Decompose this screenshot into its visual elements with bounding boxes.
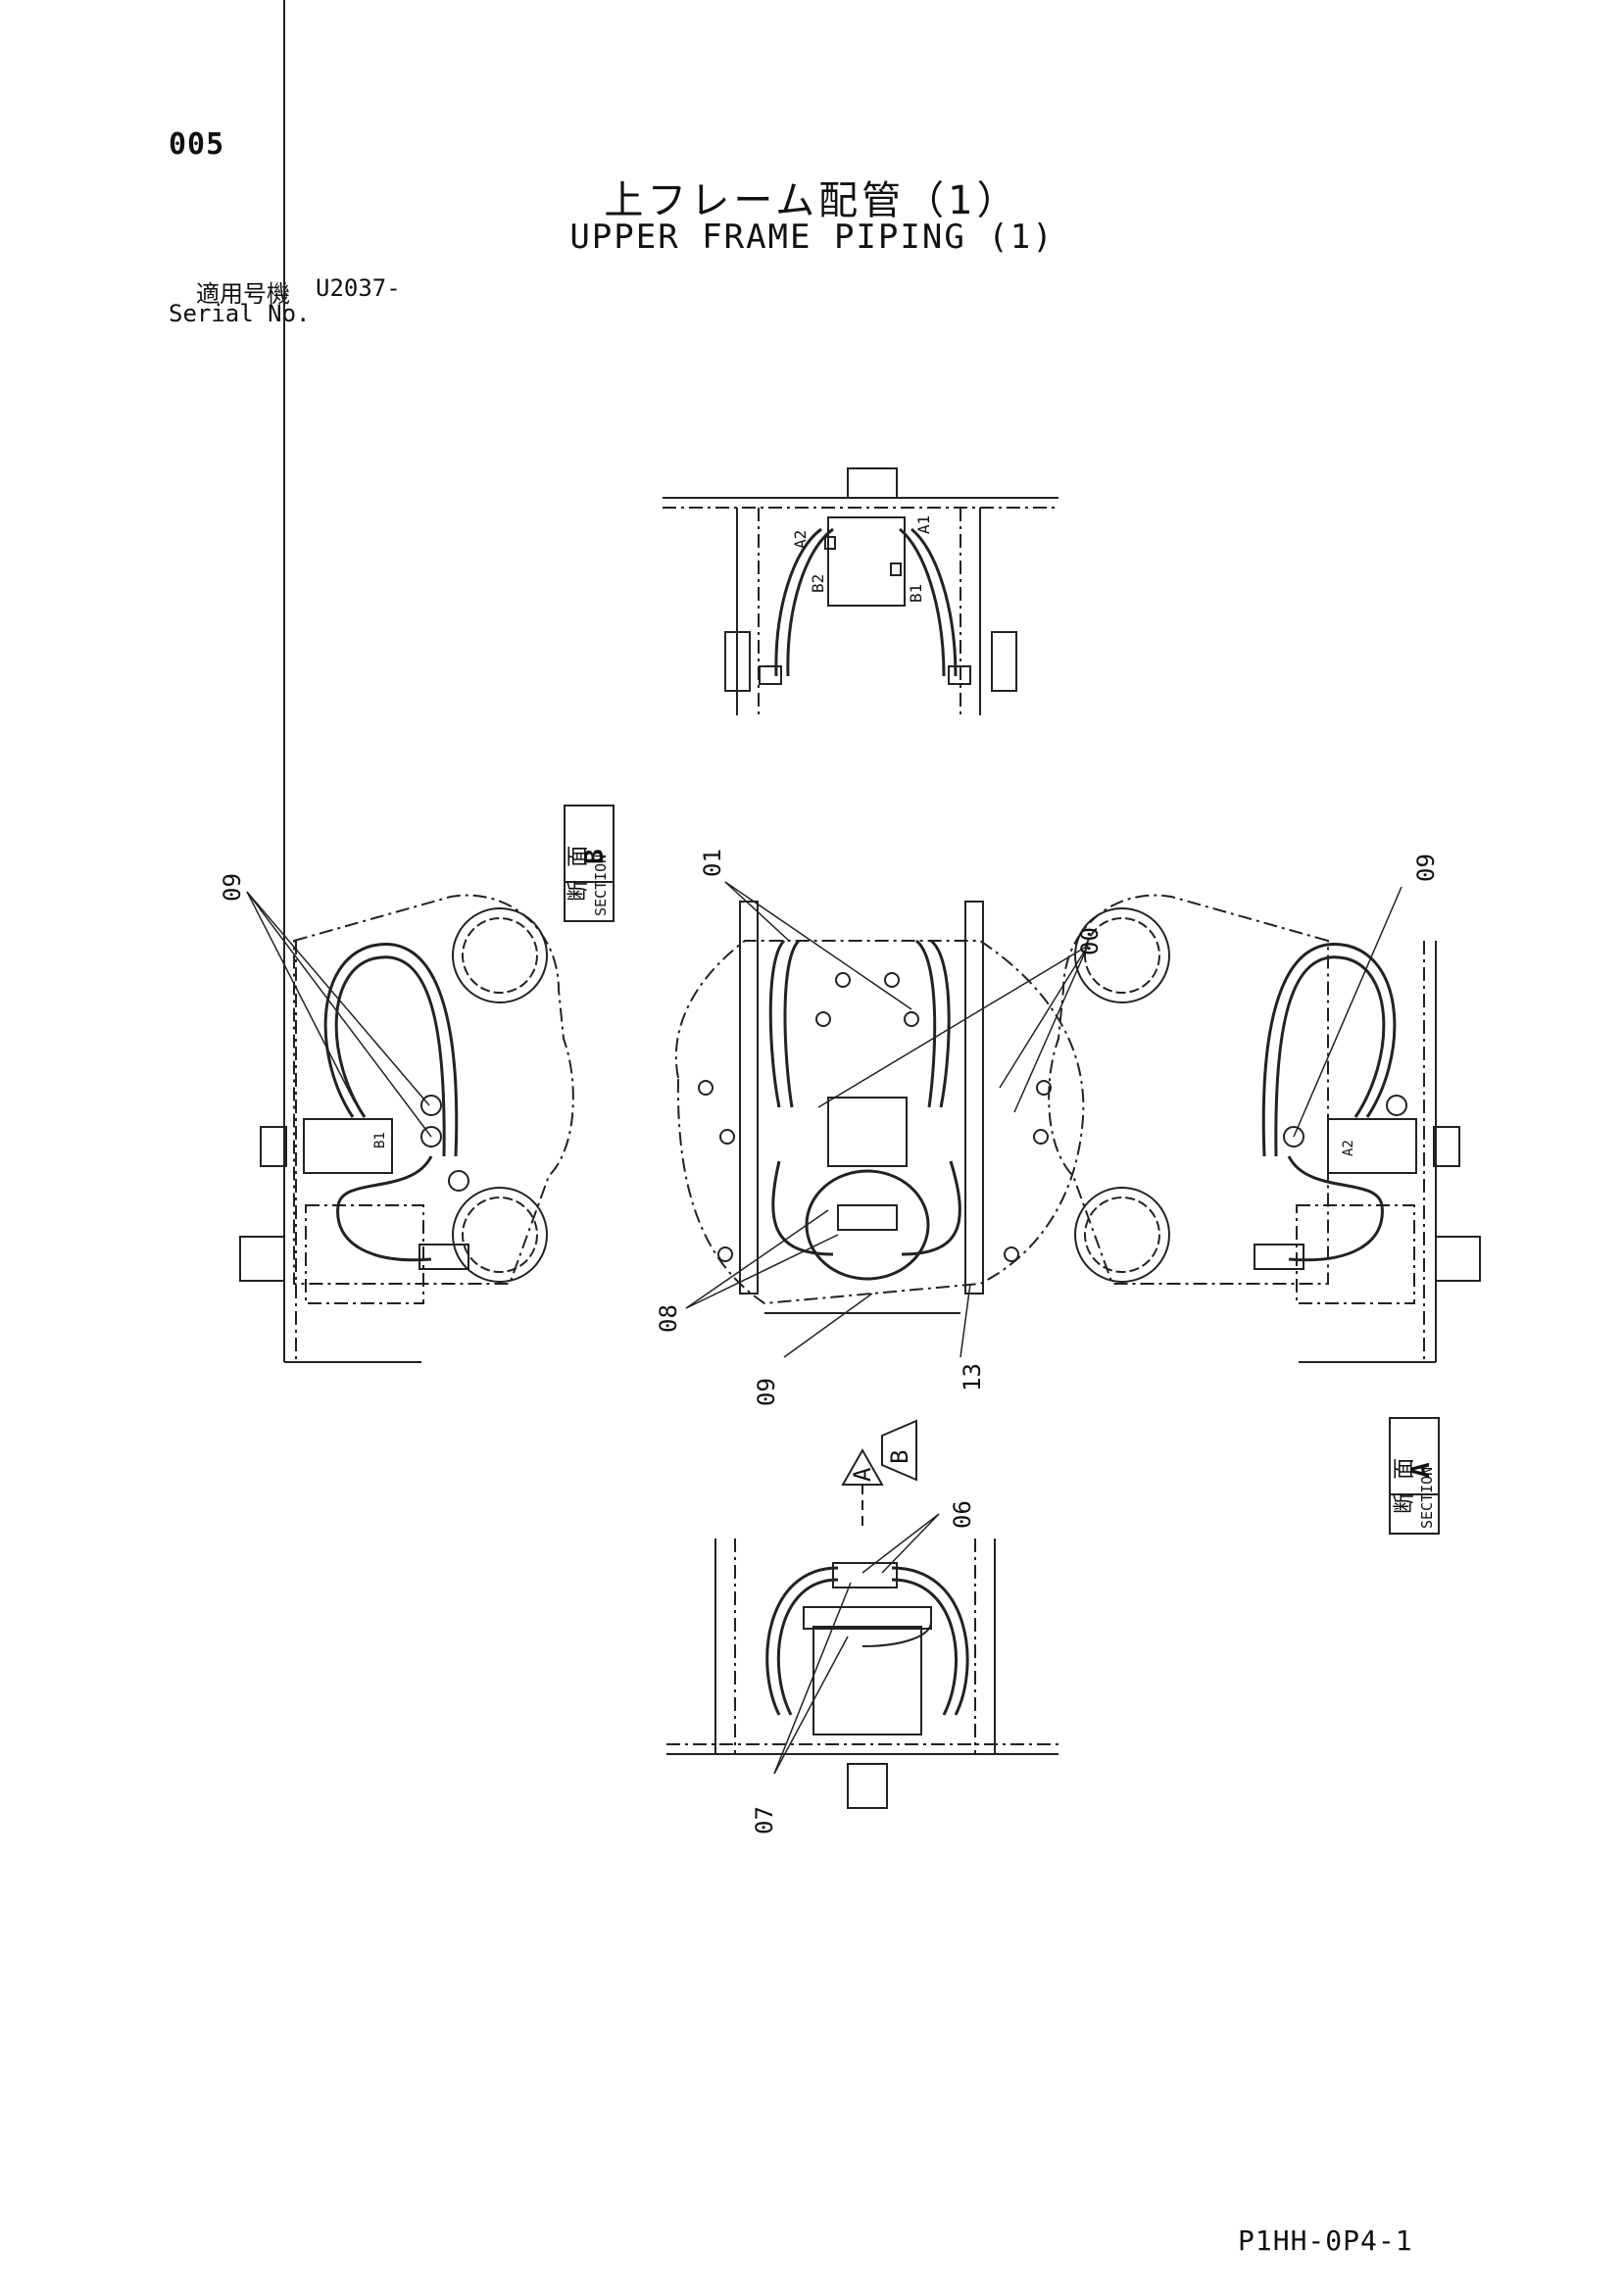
- serial-label-english: Serial No.: [169, 300, 311, 327]
- callout-06: 06: [949, 1500, 976, 1529]
- section-b-box: [564, 805, 615, 922]
- center-view: [674, 901, 1085, 1314]
- callout-01: 01: [699, 849, 726, 877]
- section-a-letter: A: [1406, 1462, 1436, 1478]
- bolt-holes: [698, 972, 1052, 1262]
- callout-09-bottom: 09: [753, 1378, 780, 1406]
- view-marker-a-label: A: [849, 1467, 876, 1482]
- port-label-a1: A1: [914, 515, 933, 534]
- port-label-b1-side: B1: [372, 1132, 388, 1148]
- callout-09-left: 09: [219, 873, 246, 902]
- section-b-en: SECTION: [592, 855, 610, 916]
- drawing-code: P1HH-0P4-1: [1238, 2224, 1413, 2257]
- bottom-view: [666, 1539, 1058, 1809]
- port-label-b2: B2: [809, 574, 827, 593]
- port-label-a2: A2: [791, 530, 810, 549]
- section-b-jp: 断 面: [566, 846, 591, 902]
- port-label-a2-side: A2: [1341, 1140, 1356, 1156]
- callout-00: 00: [1076, 927, 1104, 955]
- right-side-view: [1048, 894, 1481, 1363]
- view-marker-b-icon: [881, 1419, 917, 1482]
- callout-09-right: 09: [1412, 854, 1440, 882]
- view-marker-b-label: B: [886, 1450, 913, 1464]
- section-a-box: [1389, 1417, 1440, 1535]
- title-english: UPPER FRAME PIPING (1): [569, 218, 1055, 257]
- port-label-b1: B1: [907, 584, 925, 603]
- serial-code: U2037-: [316, 274, 401, 302]
- page-number: 005: [169, 127, 225, 162]
- callout-13: 13: [959, 1363, 986, 1392]
- leader-lines: [246, 881, 1403, 1775]
- callout-07: 07: [751, 1806, 778, 1834]
- callout-08: 08: [655, 1304, 682, 1333]
- section-a-jp: 断 面: [1393, 1458, 1417, 1514]
- top-view: [663, 467, 1058, 715]
- title-japanese: 上フレーム配管（1）: [604, 178, 1020, 223]
- serial-label-japanese: 適用号機: [196, 280, 290, 308]
- section-a-en: SECTION: [1418, 1467, 1436, 1529]
- section-b-letter: B: [580, 849, 610, 864]
- left-side-view: [239, 0, 574, 1363]
